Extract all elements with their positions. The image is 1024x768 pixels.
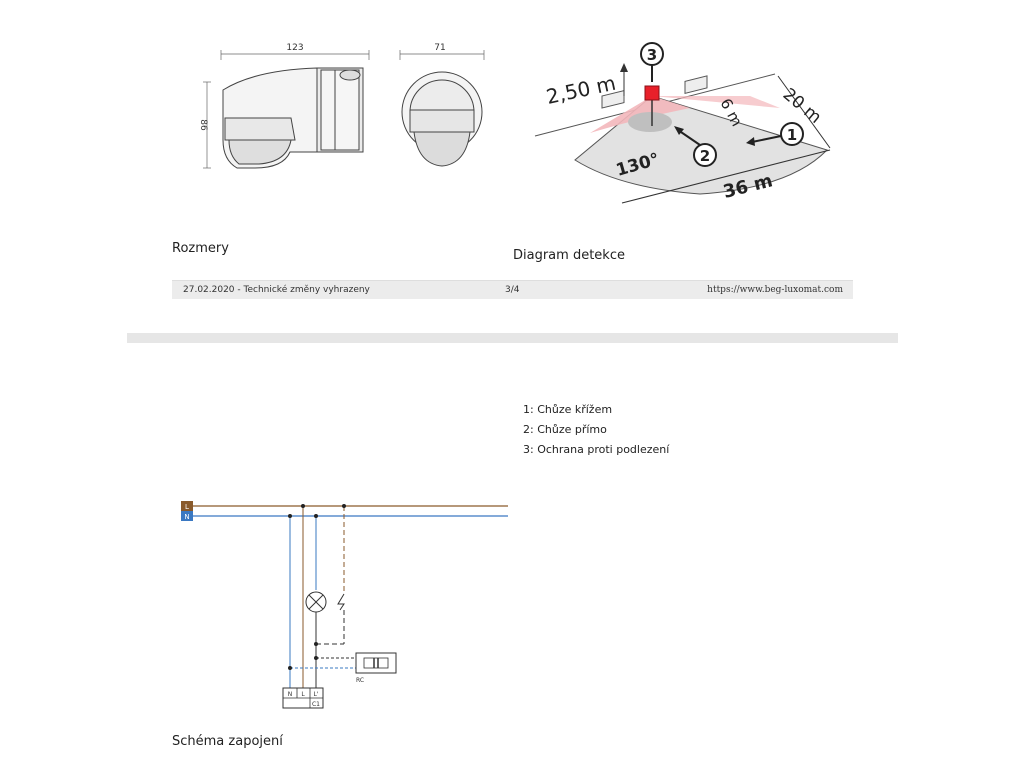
terminal-n-label: N <box>288 691 293 698</box>
depth-dimension-label: 71 <box>434 43 445 53</box>
legend-item-2: 2: Chůze přímo <box>523 423 607 436</box>
footer-page-number: 3/4 <box>505 285 520 295</box>
line-terminal-label: L <box>185 503 189 511</box>
terminal-lprime-label: L' <box>314 691 319 698</box>
rc-module <box>355 652 397 674</box>
line-terminal-box <box>181 501 193 511</box>
wiring-schematic: L N RC N L L' C1 <box>181 501 508 709</box>
sensor-marker <box>644 85 660 101</box>
switch-icon <box>337 593 345 611</box>
terminal-c1-label: C1 <box>312 701 320 708</box>
detection-caption: Diagram detekce <box>513 248 625 263</box>
dimension-drawings: 123 86 <box>198 43 370 169</box>
terminal-l-label: L <box>301 691 305 698</box>
page-footer: 27.02.2020 - Technické změny vyhrazeny 3… <box>172 280 853 299</box>
legend-item-1: 1: Chůze křížem <box>523 403 613 416</box>
dimensions-caption: Rozmery <box>172 241 229 256</box>
detection-legend: 1: Chůze křížem 2: Chůze přímo 3: Ochran… <box>523 400 669 460</box>
height-dimension-label: 86 <box>198 119 208 131</box>
neutral-terminal-box <box>181 511 193 521</box>
detection-diagram: 2,50 m 3 6 m 20 m 36 m 130° 2 1 <box>534 42 831 204</box>
width-dimension-label: 123 <box>286 43 303 53</box>
footer-url-link[interactable]: https://www.beg-luxomat.com <box>707 285 843 295</box>
marker-2-label: 2 <box>700 147 710 165</box>
wiring-caption: Schéma zapojení <box>172 734 283 749</box>
page-divider <box>127 333 898 343</box>
legend-item-3: 3: Ochrana proti podlezení <box>523 443 670 456</box>
marker-1-label: 1 <box>787 126 797 144</box>
front-view-drawing: 71 <box>399 43 485 167</box>
neutral-terminal-label: N <box>184 513 189 521</box>
footer-date-note: 27.02.2020 - Technické změny vyhrazeny <box>183 285 370 295</box>
marker-3-label: 3 <box>647 46 657 64</box>
front-range-label: 20 m <box>779 85 825 128</box>
side-view-drawing <box>203 50 370 169</box>
rc-label: RC <box>356 677 364 684</box>
